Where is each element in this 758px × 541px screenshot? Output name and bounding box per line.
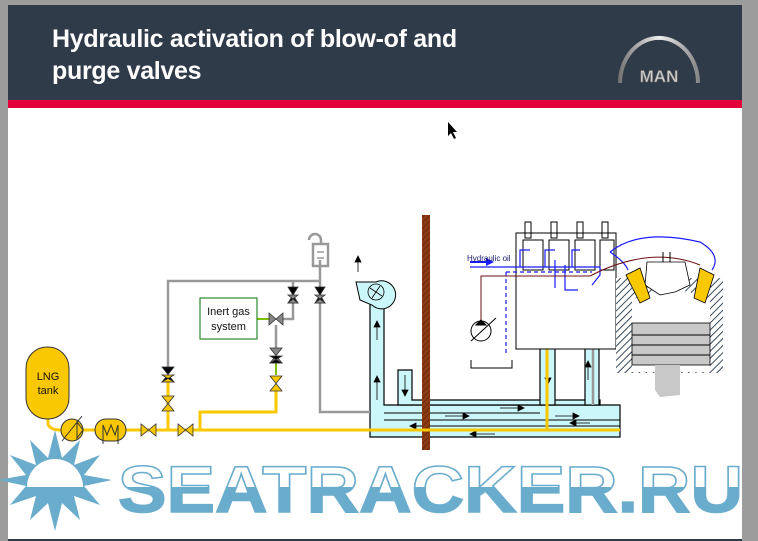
slide: Hydraulic activation of blow-of and purg… xyxy=(8,5,742,541)
slide-header: Hydraulic activation of blow-of and purg… xyxy=(8,5,742,100)
hydraulic-pump xyxy=(470,275,590,369)
svg-text:LNG: LNG xyxy=(37,371,60,383)
vent-breather xyxy=(307,232,330,268)
accent-stripe xyxy=(8,100,742,108)
svg-text:MAN: MAN xyxy=(640,67,679,86)
svg-text:system: system xyxy=(211,321,246,333)
auxiliary-blower xyxy=(355,280,397,310)
inert-gas-system-box: Inert gas system xyxy=(199,297,258,340)
lng-pump xyxy=(60,415,84,442)
svg-text:tank: tank xyxy=(38,385,59,397)
svg-text:SEATRACKER.RU: SEATRACKER.RU xyxy=(118,452,743,526)
svg-text:Inert gas: Inert gas xyxy=(207,306,250,318)
hydraulic-control-block xyxy=(515,221,617,350)
lng-tank: LNG tank xyxy=(25,346,70,420)
man-logo: MAN xyxy=(618,35,700,86)
seatracker-watermark: SEATRACKER.RU xyxy=(0,430,744,531)
vaporizer-heater xyxy=(94,418,127,444)
sun-icon xyxy=(0,430,112,531)
mouse-cursor xyxy=(448,122,457,139)
title-line-2: purge valves xyxy=(52,57,202,85)
return-line xyxy=(589,256,701,277)
inert-gas-connection xyxy=(257,318,277,375)
slide-title: Hydraulic activation of blow-of and purg… xyxy=(52,23,457,87)
hydraulic-oil-label: Hydraulic oil xyxy=(467,254,511,263)
hydraulic-oil-arrowhead xyxy=(486,258,494,266)
title-line-1: Hydraulic activation of blow-of and xyxy=(52,25,457,53)
engine-room-wall xyxy=(422,215,430,450)
engine-cylinder xyxy=(616,252,723,397)
